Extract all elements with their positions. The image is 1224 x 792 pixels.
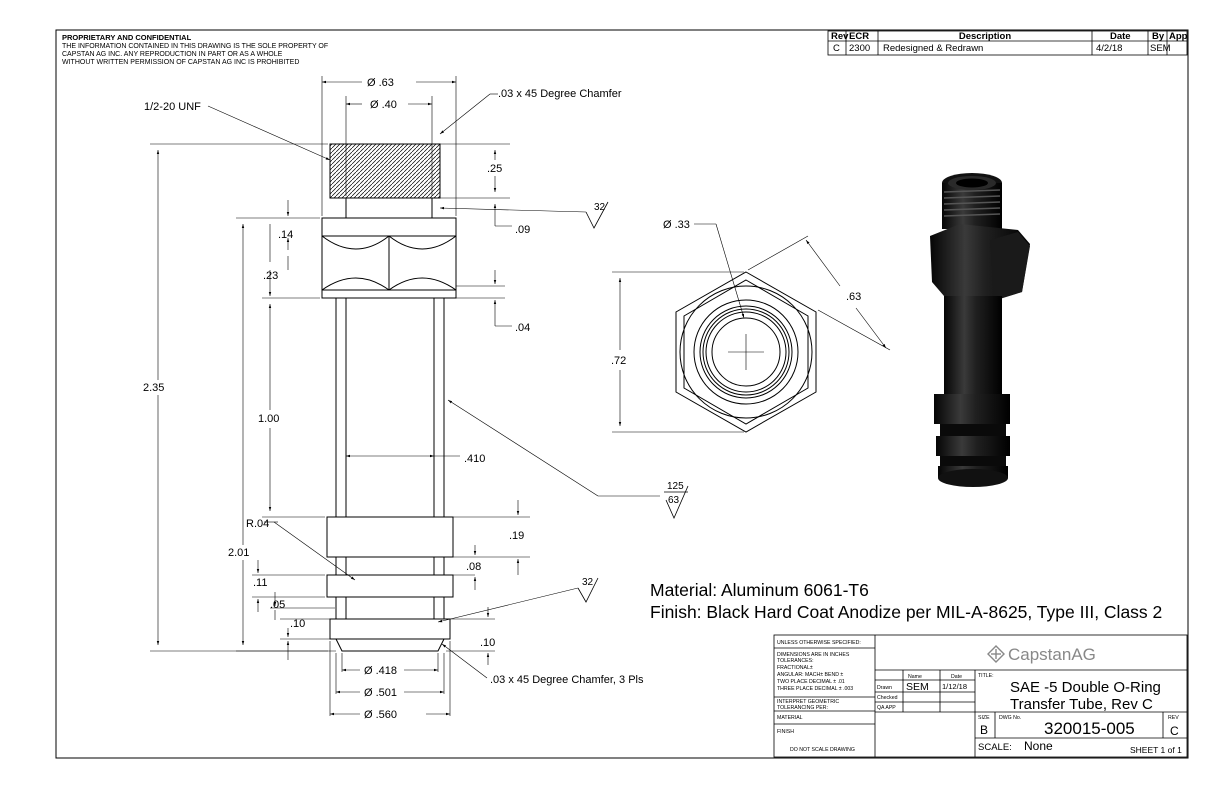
dim-dia-0560: Ø .560	[364, 709, 397, 721]
unless-text: UNLESS OTHERWISE SPECIFIED:	[777, 640, 861, 646]
sheet-border	[55, 29, 1189, 759]
isometric-render	[930, 173, 1030, 487]
description-header: Description	[959, 31, 1011, 42]
end-view-dimension-lines	[612, 223, 891, 433]
dim-chamfer-bottom: .03 x 45 Degree Chamfer, 3 Pls	[490, 674, 644, 686]
dim-023: .23	[263, 270, 278, 282]
dim-dia-0418: Ø .418	[364, 665, 397, 677]
dim-008: .08	[466, 561, 481, 573]
dim-end-072: .72	[611, 355, 626, 367]
sheet-text: SHEET 1 of 1	[1130, 745, 1182, 755]
tolerancing-text: TOLERANCING PER:	[777, 705, 828, 711]
title-label: TITLE:	[978, 673, 994, 679]
dim-019: .19	[509, 530, 524, 542]
dim-025: .25	[487, 163, 502, 175]
ecr-value: 2300	[849, 43, 870, 54]
notice-line-2: CAPSTAN AG INC. ANY REPRODUCTION IN PART…	[62, 51, 283, 58]
dim-dia-0501: Ø .501	[364, 687, 397, 699]
app-header: App	[1169, 31, 1188, 42]
fractional-text: FRACTIONAL±	[777, 665, 813, 671]
description-value: Redesigned & Redrawn	[883, 43, 983, 54]
name-col: Name	[908, 674, 922, 680]
side-view-dimensions: Ø .63 Ø .40 1/2-20 UNF .03 x 45 Degree C…	[143, 77, 644, 721]
title-line-1: SAE -5 Double O-Ring	[1010, 679, 1161, 696]
title-block-left-text: UNLESS OTHERWISE SPECIFIED: DIMENSIONS A…	[777, 640, 861, 753]
dim-005: .05	[270, 599, 285, 611]
side-view-part	[321, 143, 457, 652]
notice-line-1: THE INFORMATION CONTAINED IN THIS DRAWIN…	[62, 43, 328, 50]
dim-009: .09	[515, 224, 530, 236]
title-block-signoff: Name Date Drawn Checked QA APP SEM 1/12/…	[877, 674, 967, 711]
dim-014: .14	[278, 229, 293, 241]
angular-text: ANGULAR: MACH± BEND ±	[777, 672, 843, 678]
dims-in-text: DIMENSIONS ARE IN INCHES	[777, 652, 850, 658]
dim-004: .04	[515, 322, 530, 334]
revision-table	[827, 30, 1188, 56]
rev-label: REV	[1168, 715, 1179, 721]
finish-symbol-63: 63	[668, 495, 680, 506]
proprietary-notice: PROPRIETARY AND CONFIDENTIAL THE INFORMA…	[62, 33, 328, 66]
extension-lines	[150, 76, 530, 716]
dim-011: .11	[253, 577, 267, 589]
rev-value: C	[833, 43, 840, 54]
ecr-header: ECR	[849, 31, 869, 42]
revision-table-text: Rev ECR Description Date By App C 2300 R…	[831, 31, 1188, 54]
dim-chamfer-top: .03 x 45 Degree Chamfer	[498, 88, 622, 100]
dim-235: 2.35	[143, 382, 164, 394]
by-header: By	[1152, 31, 1165, 42]
dim-dia-033: Ø .33	[663, 219, 690, 231]
finish-symbol-125: 125	[667, 481, 684, 492]
logo-mark-icon	[987, 645, 1005, 663]
date-value: 4/2/18	[1096, 43, 1122, 54]
notice-title: PROPRIETARY AND CONFIDENTIAL	[62, 33, 192, 42]
size-value: B	[980, 723, 988, 737]
finish-note: Finish: Black Hard Coat Anodize per MIL-…	[650, 602, 1162, 622]
dim-r004: R.04	[246, 518, 269, 530]
drawn-label: Drawn	[877, 685, 892, 691]
capstan-logo: CapstanAG	[987, 645, 1096, 664]
dwg-label: DWG No.	[999, 715, 1021, 721]
finish-symbols	[577, 201, 689, 603]
dim-thread: 1/2-20 UNF	[144, 101, 201, 113]
end-view-part	[675, 271, 817, 433]
size-label: SIZE	[978, 715, 990, 721]
notice-line-3: WITHOUT WRITTEN PERMISSION OF CAPSTAN AG…	[62, 59, 299, 66]
title-block-grid	[773, 634, 1188, 758]
scale-value: None	[1024, 739, 1053, 753]
dim-dia-040: Ø .40	[370, 99, 397, 111]
three-place-text: THREE PLACE DECIMAL ± .003	[777, 686, 853, 692]
date-header: Date	[1110, 31, 1131, 42]
logo-text: CapstanAG	[1008, 645, 1096, 664]
interpret-text: INTERPRET GEOMETRIC	[777, 699, 839, 705]
do-not-scale: DO NOT SCALE DRAWING	[790, 747, 855, 753]
date-col: Date	[951, 674, 962, 680]
qaapp-label: QA APP	[877, 705, 896, 711]
scale-label: SCALE:	[978, 742, 1012, 753]
dim-0410: .410	[464, 453, 485, 465]
dim-dia-063: Ø .63	[367, 77, 394, 89]
dim-010b: .10	[480, 637, 495, 649]
dim-100: 1.00	[258, 413, 279, 425]
dwg-number: 320015-005	[1044, 719, 1135, 738]
two-place-text: TWO PLACE DECIMAL ± .01	[777, 679, 845, 685]
finish-symbol-top: 32	[594, 202, 606, 213]
dim-201: 2.01	[228, 547, 249, 559]
checked-label: Checked	[877, 695, 898, 701]
dim-end-063: .63	[846, 291, 861, 303]
finish-label: FINISH	[777, 729, 794, 735]
title-line-2: Transfer Tube, Rev C	[1010, 696, 1153, 713]
by-value: SEM	[1150, 43, 1171, 54]
material-label: MATERIAL	[777, 715, 803, 721]
drawn-name: SEM	[906, 681, 929, 693]
tolerances-text: TOLERANCES:	[777, 658, 814, 664]
title-block-right-text: TITLE: SAE -5 Double O-Ring Transfer Tub…	[978, 673, 1182, 755]
material-note: Material: Aluminum 6061-T6	[650, 580, 869, 600]
dimension-lines	[156, 80, 660, 716]
rev-header: Rev	[831, 31, 849, 42]
rev-value-tb: C	[1170, 724, 1179, 738]
dim-010a: .10	[290, 618, 305, 630]
finish-symbol-bottom: 32	[582, 577, 594, 588]
drawn-date: 1/12/18	[942, 682, 967, 691]
